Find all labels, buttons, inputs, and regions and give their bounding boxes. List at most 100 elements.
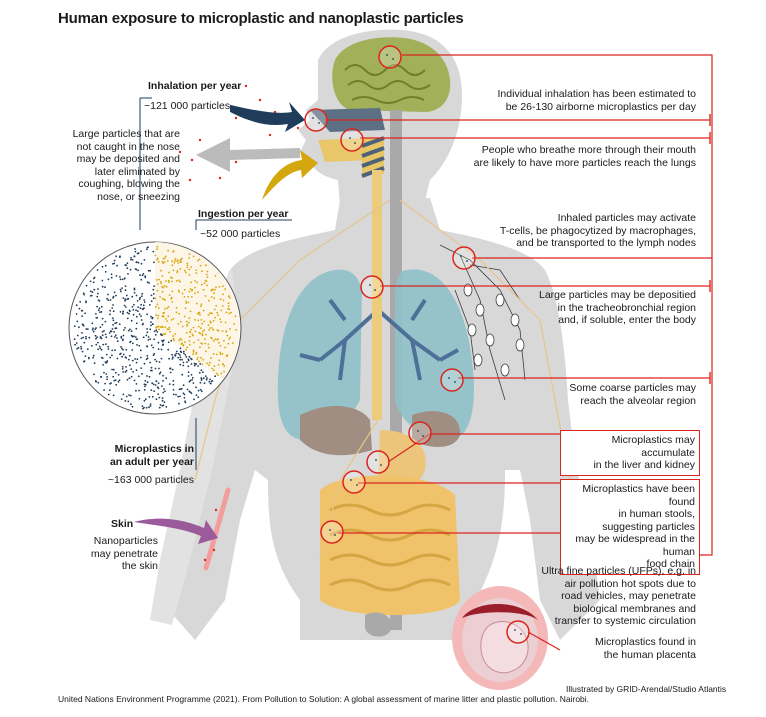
particle-dot [107,348,110,350]
particle-dot [136,338,139,340]
particle-dot [132,371,135,373]
particle-dot [112,375,115,378]
particle-dot [199,381,202,384]
particle-dot [123,329,125,331]
particle-dot [76,320,79,323]
particle-dot [183,288,186,291]
particle-dot [179,356,182,359]
particle-dot [220,309,223,312]
particle-dot [149,369,152,372]
particle-dot [161,397,164,399]
particle-dot [201,334,204,337]
particle-dot [227,307,229,310]
particle-dot [116,337,118,339]
particle-dot [124,400,127,402]
particle-dot [133,255,136,258]
skin-highlight [203,487,231,571]
ingestion-heading: Ingestion per year [198,208,289,220]
particle-dot [156,258,159,261]
particle-dot [156,245,159,248]
particle-dot [114,371,117,374]
particle-dot [189,310,192,313]
particle-dot [195,351,198,354]
particle-dot [112,394,115,397]
particle-dot [161,275,164,277]
particle-dot [162,286,165,289]
particle-dot [151,382,154,385]
particle-dot [144,383,147,386]
particle-dot [172,356,174,359]
particle-dot [194,286,197,289]
particle-dot [125,395,128,398]
particle-dot [169,330,171,333]
particle-dot [150,366,153,369]
particle-dot [121,339,124,342]
particle-dot [217,374,219,377]
particle-dot [188,317,191,320]
ingestion-arrow-icon [262,150,318,200]
particle-dot [149,403,152,405]
particle-dot [80,337,83,340]
particle-dot [208,299,210,302]
particle-dot [192,382,195,384]
particle-dot [138,345,141,347]
particle-dot [219,351,222,354]
skin-arrow-icon [134,518,218,544]
particle-dot [127,297,130,300]
particle-dot [140,262,143,265]
particle-dot [185,300,187,303]
particle-dot [225,311,228,314]
particle-dot [168,294,171,296]
particle-dot [164,255,167,258]
particle-dot [83,360,85,363]
particle-dot [192,326,195,329]
particle-dot [97,341,99,344]
particle-dot [151,316,154,319]
particle-dot [172,269,175,272]
particle-dot [115,321,118,324]
particle-dot [158,406,161,409]
particle-dot [108,332,111,334]
particle-dot [153,352,156,355]
particle-dot [125,348,128,351]
particle-dot [127,358,130,361]
particle-dot [151,395,154,398]
particle-dot [184,307,187,309]
particle-dot [216,311,219,314]
particle-dot [200,327,202,330]
particle-dot [148,375,151,378]
particle-dot [188,343,191,346]
particle-dot [229,336,232,339]
particle-dot [197,319,200,322]
particle-dot [75,304,78,307]
particle-dot [109,356,112,359]
particle-dot [210,312,213,315]
particle-dot [187,301,190,304]
particle-dot [201,333,204,335]
particle-dot [199,264,202,267]
particle-dot [118,379,121,382]
particle-dot [112,368,115,371]
particle-dot [206,276,209,278]
particle-dot [161,297,164,300]
particle-dot [137,310,139,312]
particle-dot [149,361,152,364]
particle-dot [192,351,195,353]
particle-dot [177,279,180,282]
particle-dot [165,377,168,380]
particle-dot [179,388,182,390]
particle-dot [187,358,190,361]
particle-dot [223,370,226,373]
particle-dot [106,297,108,300]
particle-dot [175,393,177,396]
particle-dot [211,367,214,370]
particle-dot [183,397,186,399]
particle-dot [126,262,129,265]
particle-dot [172,383,175,386]
particle-dot [190,328,193,331]
particle-dot [201,330,204,333]
particle-dot [105,336,108,339]
particle-dot [146,331,149,334]
particle-dot [150,315,152,318]
